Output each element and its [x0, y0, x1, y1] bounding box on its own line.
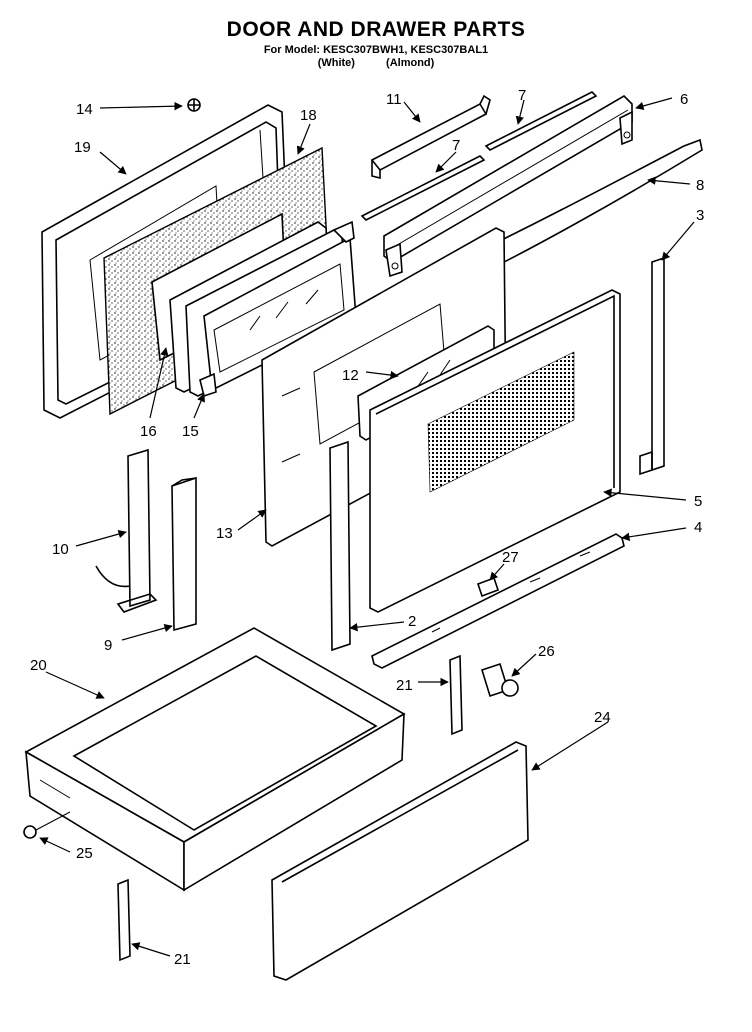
part-vent-strip-upper: [484, 91, 598, 151]
callout-4: 4: [694, 519, 702, 536]
callout-27: 27: [502, 549, 519, 566]
leader-lines: [39, 97, 695, 957]
part-roller-26: [481, 662, 519, 698]
part-side-trim-right: [639, 256, 665, 476]
part-door-top-trim: [383, 94, 633, 278]
part-drawer-slide-lower: [117, 878, 131, 962]
callout-10: 10: [52, 541, 69, 558]
diagram-title: DOOR AND DRAWER PARTS: [226, 18, 526, 41]
variant-almond: (Almond): [386, 57, 435, 69]
part-screw-14: [187, 98, 201, 112]
callout-11: 11: [386, 91, 402, 108]
callout-8: 8: [696, 177, 704, 194]
callout-12: 12: [342, 367, 359, 384]
callout-21-lower: 21: [174, 951, 191, 968]
callout-13: 13: [216, 525, 233, 542]
callout-9: 9: [104, 637, 112, 654]
callout-19: 19: [74, 139, 91, 156]
part-drawer-front: [271, 741, 529, 981]
callout-5: 5: [694, 493, 702, 510]
variant-white: (White): [317, 57, 355, 69]
part-vent-strip-lower: [360, 155, 486, 221]
part-drawer-rail: [371, 533, 625, 669]
callout-14: 14: [76, 101, 93, 118]
part-outer-door-panel: [369, 289, 621, 613]
part-hinge: [95, 448, 158, 613]
callout-26: 26: [538, 643, 555, 660]
callout-25: 25: [76, 845, 93, 862]
callout-18: 18: [300, 107, 317, 124]
diagram-header: DOOR AND DRAWER PARTS For Model: KESC307…: [0, 18, 752, 69]
part-side-trim-left: [329, 440, 351, 652]
callout-2: 2: [408, 613, 416, 630]
callout-6: 6: [680, 91, 688, 108]
part-drawer-body: [24, 627, 406, 892]
part-spacer-block: [171, 476, 197, 632]
callout-labels: 14 19 18 11 7 7 6 8 3 16 15 12 13 10 9 5…: [30, 87, 704, 968]
callout-20: 20: [30, 657, 47, 674]
callout-24: 24: [594, 709, 611, 726]
part-drawer-slide-upper: [449, 654, 463, 736]
callout-15: 15: [182, 423, 199, 440]
part-screw-25: [23, 811, 71, 839]
part-clip-27: [476, 576, 500, 598]
part-inner-glass-pack: [169, 220, 357, 398]
part-bracket-11: [370, 94, 491, 180]
callout-16: 16: [140, 423, 157, 440]
callout-7-upper: 7: [518, 87, 526, 104]
model-line: For Model: KESC307BWH1, KESC307BAL1: [263, 44, 489, 56]
callout-3: 3: [696, 207, 704, 224]
callout-7-lower: 7: [452, 137, 460, 154]
color-variants: (White) (Almond): [0, 57, 752, 69]
callout-21-upper: 21: [396, 677, 413, 694]
